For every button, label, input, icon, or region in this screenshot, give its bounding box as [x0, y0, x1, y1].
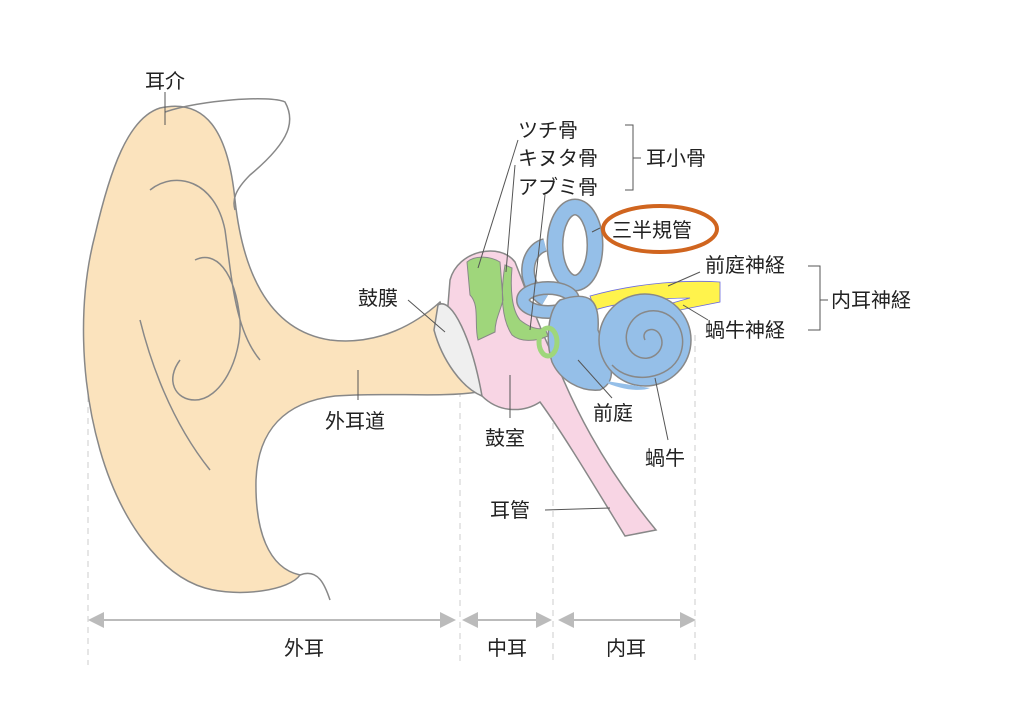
highlight-ellipse	[601, 204, 719, 254]
outer-ear-shape	[82, 105, 480, 594]
label-eardrum: 鼓膜	[358, 286, 398, 310]
antihelix-line	[139, 179, 331, 601]
label-stapes: アブミ骨	[518, 175, 598, 199]
label-vestibular-nerve: 前庭神経	[705, 253, 785, 277]
leader-lines	[164, 92, 828, 511]
helix-line	[164, 98, 291, 211]
label-ossicles: 耳小骨	[646, 146, 706, 170]
label-semicircular-canals: 三半規管	[612, 218, 692, 242]
label-middle-ear: 中耳	[487, 636, 527, 660]
ossicles-shape	[466, 256, 549, 341]
label-inner-ear: 内耳	[606, 636, 646, 660]
label-malleus: ツチ骨	[518, 118, 578, 142]
label-outer-ear: 外耳	[284, 636, 324, 660]
label-vestibulocochlear-nerve: 内耳神経	[831, 288, 911, 312]
middle-ear-shape	[445, 250, 658, 537]
cochlea-shape	[598, 293, 692, 390]
label-tympanic-cavity: 鼓室	[485, 426, 525, 450]
eardrum-shape	[433, 303, 483, 398]
label-incus: キヌタ骨	[518, 146, 598, 170]
label-ear-canal: 外耳道	[325, 409, 385, 433]
vestibule-shape	[547, 295, 613, 391]
label-pinna: 耳介	[145, 69, 185, 93]
stapes-shape	[536, 325, 560, 359]
label-vestibule: 前庭	[593, 401, 633, 425]
label-cochlea: 蝸牛	[645, 446, 685, 470]
label-eustachian-tube: 耳管	[490, 498, 530, 522]
region-arrows	[88, 612, 696, 628]
label-cochlear-nerve: 蝸牛神経	[705, 318, 785, 342]
